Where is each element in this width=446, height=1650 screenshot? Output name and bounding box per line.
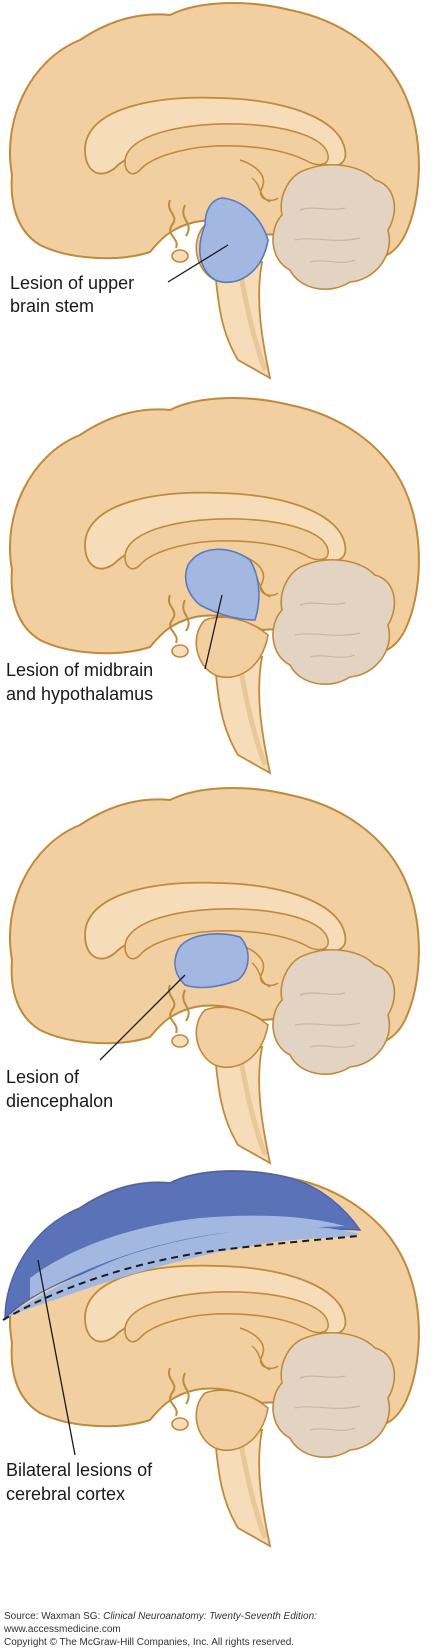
lesion-midbrain-hypothalamus [184, 548, 260, 621]
panel-cerebral-cortex: Bilateral lesions of cerebral cortex [2, 1171, 419, 1546]
panel-upper-brain-stem: Lesion of upper brain stem [10, 3, 419, 378]
panel-label: diencephalon [6, 1091, 113, 1111]
source-url: www.accessmedicine.com [4, 1624, 121, 1635]
panel-label: Lesion of [6, 1067, 80, 1087]
lesion-pointer-line [167, 244, 229, 283]
panel-label: brain stem [10, 296, 94, 316]
lesion-cortex-inner [5, 1226, 360, 1318]
lesion-diencephalon [174, 933, 249, 989]
panel-label: Lesion of upper [10, 273, 134, 293]
panel-midbrain-hypothalamus: Lesion of midbrain and hypothalamus [6, 398, 419, 773]
panel-label: Bilateral lesions of [6, 1460, 153, 1480]
panel-label: and hypothalamus [6, 684, 153, 704]
panel-label: cerebral cortex [6, 1484, 125, 1504]
source-prefix: Source: Waxman SG: [4, 1611, 104, 1622]
lesion-pointer-line [37, 1259, 76, 1456]
lesion-pointer-line [204, 594, 223, 670]
copyright-notice: Copyright © The McGraw-Hill Companies, I… [4, 1637, 295, 1648]
panel-label: Lesion of midbrain [6, 660, 153, 680]
lesion-pointer-line [99, 974, 186, 1061]
source-credit: Source: Waxman SG: Clinical Neuroanatomy… [4, 1611, 317, 1622]
lesion-upper-brain-stem [199, 197, 269, 284]
source-title: Clinical Neuroanatomy: Twenty-Seventh Ed… [103, 1611, 317, 1622]
panel-diencephalon: Lesion of diencephalon [6, 788, 419, 1163]
